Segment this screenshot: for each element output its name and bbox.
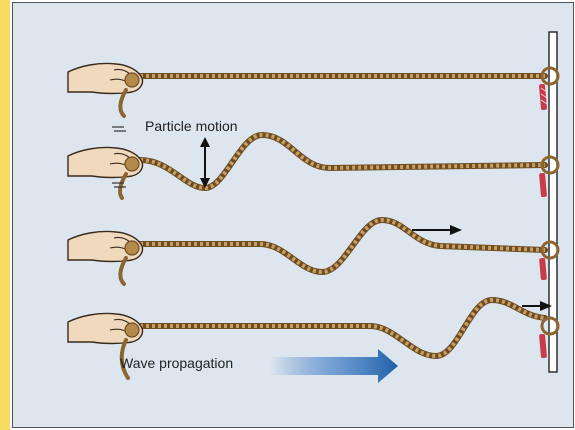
rope-highlight [140, 135, 545, 188]
row-1 [68, 63, 558, 116]
row-2: Particle motion [68, 118, 558, 198]
hand-icon [68, 63, 143, 116]
arrow-icon [412, 225, 462, 235]
rope-highlight [140, 220, 545, 272]
row-3 [68, 220, 558, 284]
hand-icon [68, 147, 143, 198]
particle-motion-label: Particle motion [145, 118, 238, 134]
rope-icon [140, 135, 545, 188]
row-4: Wave propagation [68, 300, 558, 383]
wave-propagation-arrow [270, 349, 398, 383]
hand-icon [68, 231, 143, 284]
wave-propagation-label: Wave propagation [120, 355, 233, 371]
double-arrow-icon [200, 137, 210, 188]
